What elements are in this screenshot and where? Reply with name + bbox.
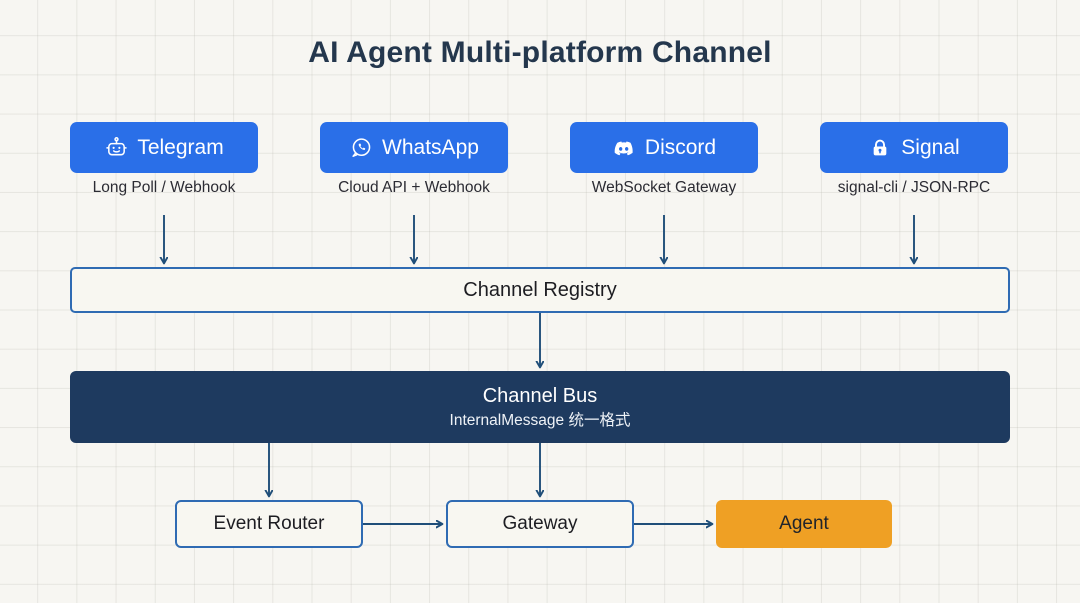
channel-bus-node[interactable]: Channel Bus InternalMessage 统一格式 (70, 371, 1010, 443)
event-router-label: Event Router (213, 513, 325, 534)
lock-icon (868, 136, 892, 160)
platform-whatsapp-caption: Cloud API + Webhook (338, 179, 490, 196)
robot-icon (104, 136, 128, 160)
platform-whatsapp-card[interactable]: WhatsApp (320, 122, 508, 173)
event-router-node[interactable]: Event Router (175, 500, 363, 548)
platform-discord-label: Discord (644, 136, 717, 159)
platform-telegram[interactable]: Telegram Long Poll / Webhook (70, 122, 258, 196)
platform-discord-card[interactable]: Discord (570, 122, 758, 173)
page-title: AI Agent Multi-platform Channel (308, 36, 772, 69)
platform-telegram-card[interactable]: Telegram (70, 122, 258, 173)
channel-registry-label: Channel Registry (463, 278, 617, 301)
whatsapp-phone-icon (349, 136, 373, 160)
gateway-label: Gateway (502, 513, 578, 534)
platform-signal-card[interactable]: Signal (820, 122, 1008, 173)
platform-discord[interactable]: Discord WebSocket Gateway (570, 122, 758, 196)
channel-bus-label: Channel Bus (482, 384, 598, 407)
platform-telegram-caption: Long Poll / Webhook (92, 179, 236, 196)
platform-signal[interactable]: Signal signal-cli / JSON-RPC (820, 122, 1008, 196)
channel-bus-subtitle: InternalMessage 统一格式 (449, 411, 631, 429)
agent-label: Agent (779, 513, 829, 534)
platform-whatsapp-label: WhatsApp (382, 136, 479, 159)
gateway-node[interactable]: Gateway (446, 500, 634, 548)
platform-signal-label: Signal (901, 136, 960, 159)
channel-registry-node[interactable]: Channel Registry (70, 267, 1010, 313)
platform-discord-caption: WebSocket Gateway (591, 179, 737, 196)
discord-logo-icon (612, 136, 636, 160)
agent-node[interactable]: Agent (716, 500, 892, 548)
platform-signal-caption: signal-cli / JSON-RPC (837, 179, 991, 196)
platform-telegram-label: Telegram (137, 136, 224, 159)
platform-whatsapp[interactable]: WhatsApp Cloud API + Webhook (320, 122, 508, 196)
